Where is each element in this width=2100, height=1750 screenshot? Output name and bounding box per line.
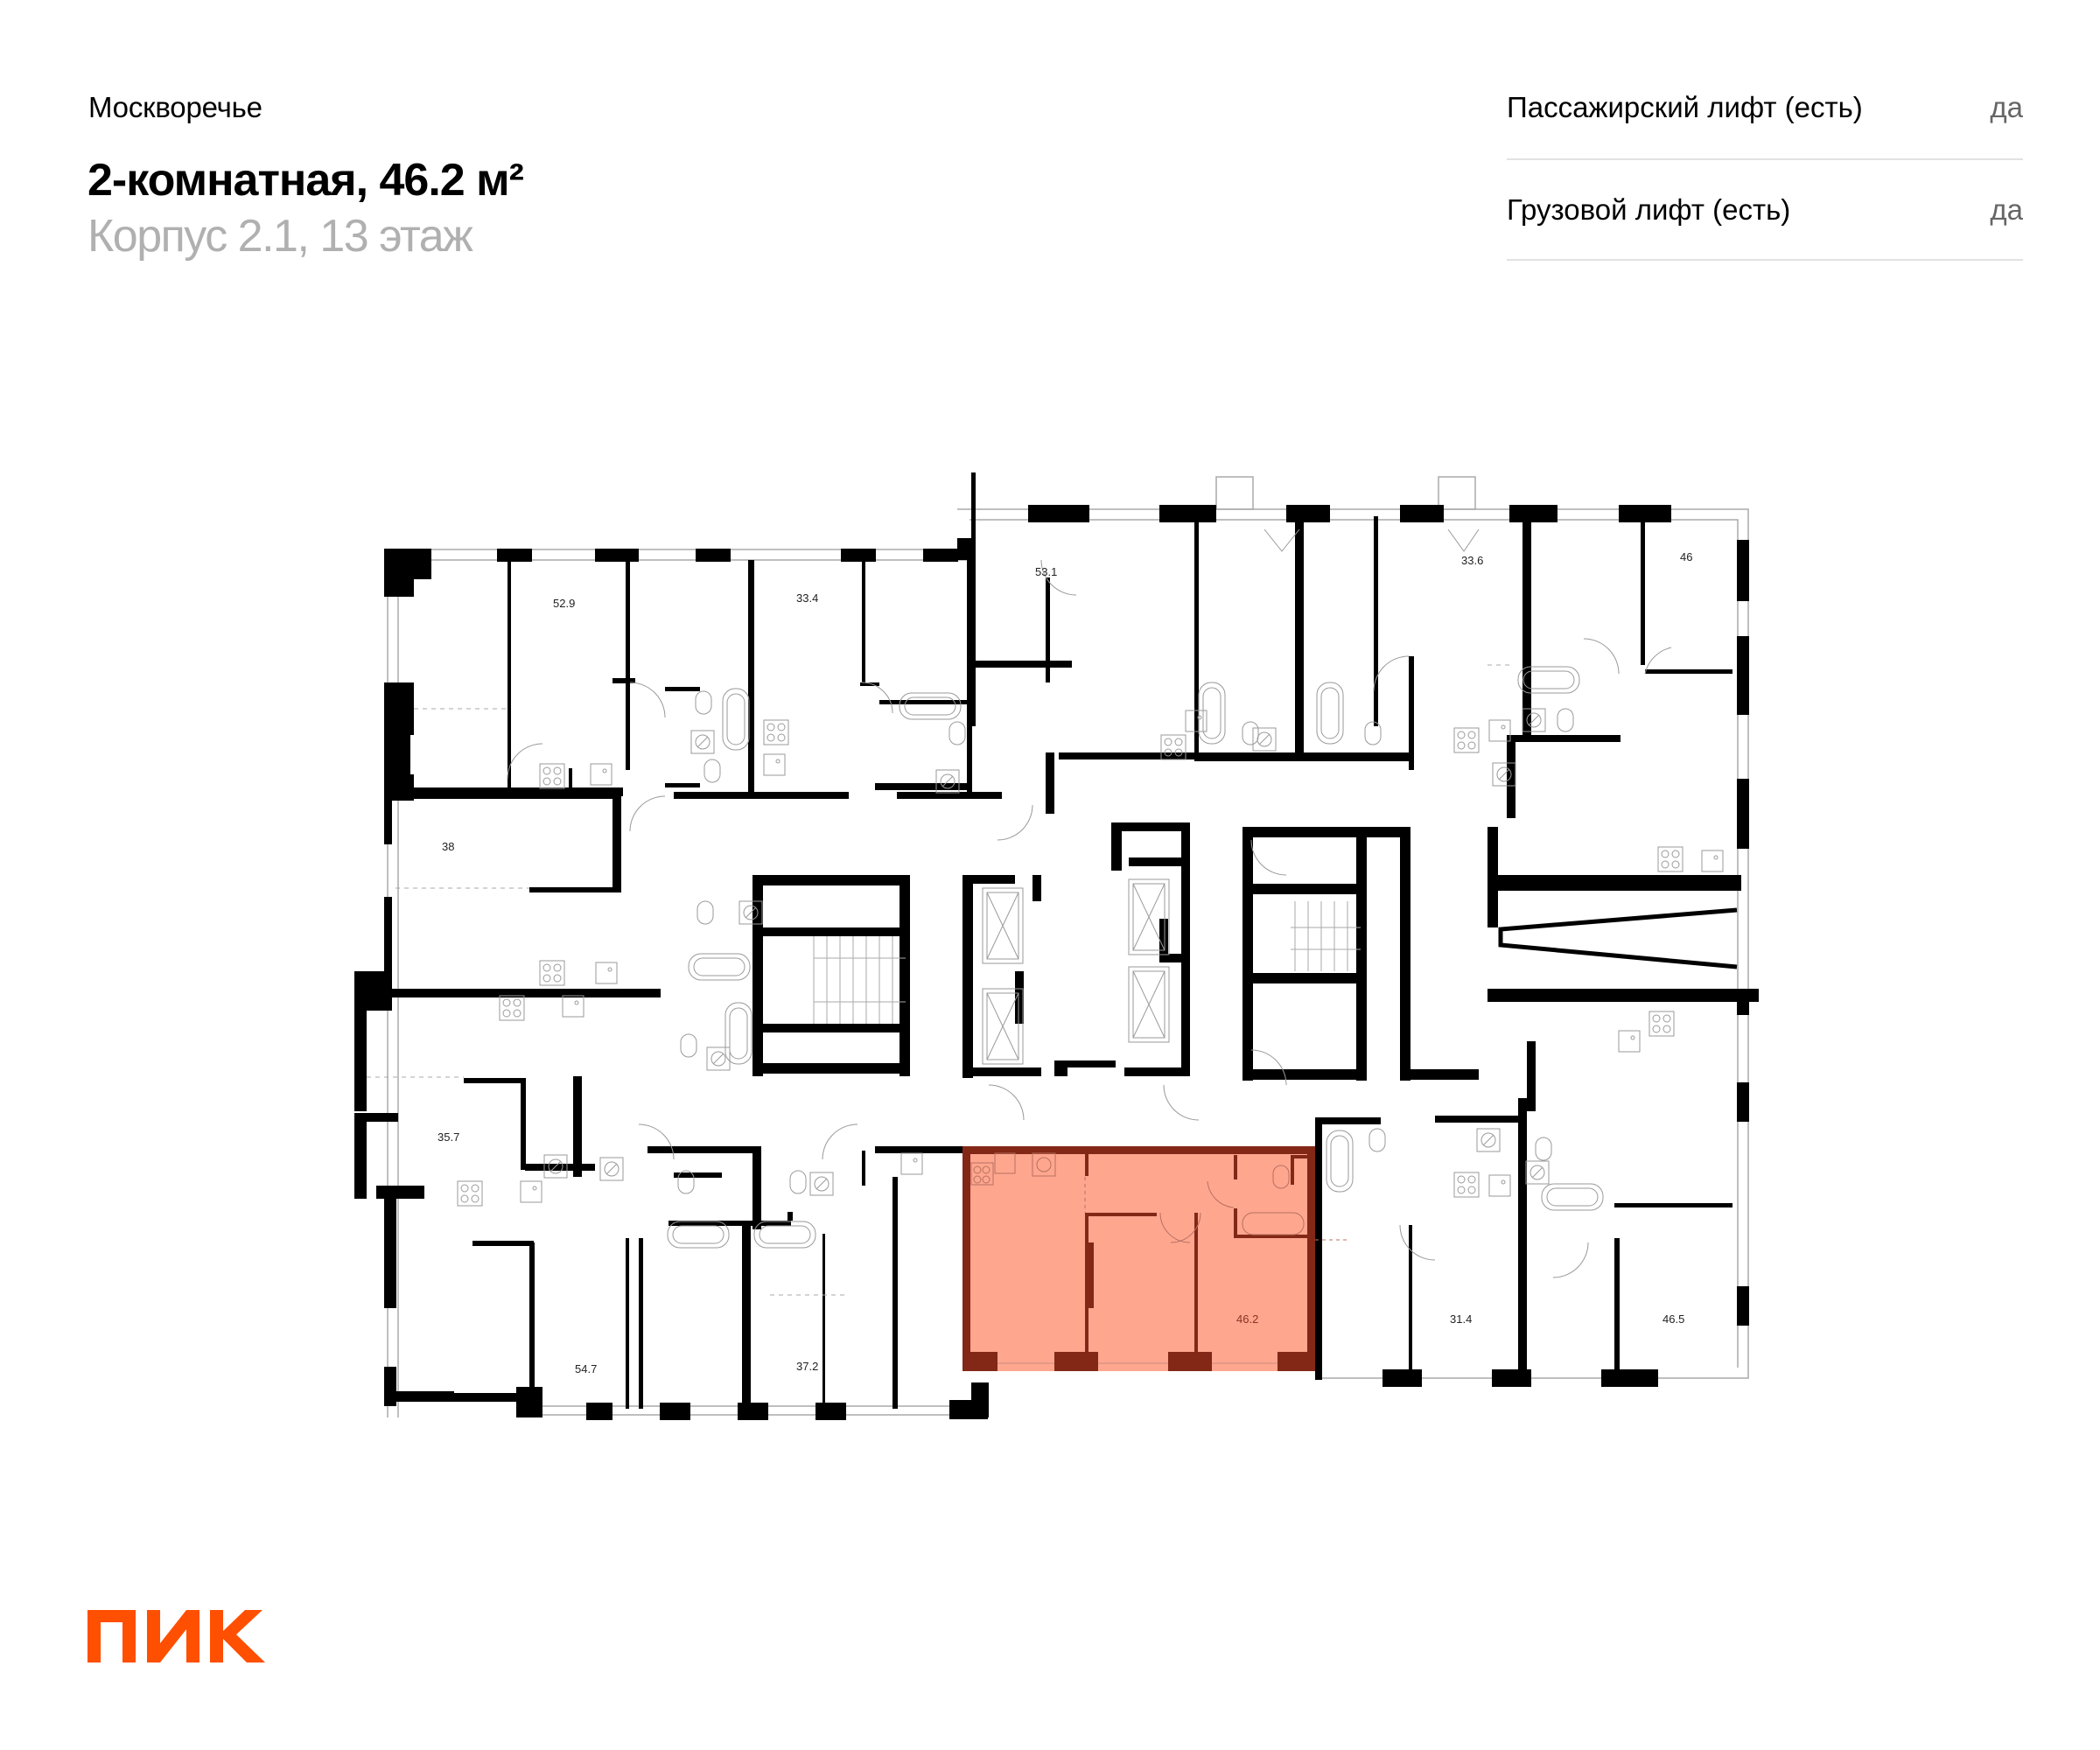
selected-unit-area-label: 46.2 [1236,1312,1258,1326]
doors [507,528,1672,1278]
property-value: да [1990,91,2023,123]
unit-area-label: 54.7 [575,1362,597,1376]
stairwell [813,901,1361,1024]
elevator-shafts [982,878,1170,1065]
selected-apartment[interactable] [962,1146,1348,1371]
unit-area-label: 46 [1680,550,1692,564]
property-label: Грузовой лифт (есть) [1507,192,1791,226]
apartment-title: 2-комнатная, 46.2 м² [88,155,524,206]
project-name: Москворечье [88,91,262,123]
unit-area-label: 52.9 [553,597,575,610]
property-freight-elevator: Грузовой лифт (есть) да [1507,160,2023,261]
unit-area-label: 31.4 [1450,1312,1472,1326]
unit-area-label: 33.4 [796,592,818,605]
ventilation-shaft [1498,907,1738,970]
unit-area-label: 33.6 [1461,554,1483,567]
unit-area-label: 35.7 [438,1130,459,1144]
property-value: да [1990,192,2023,226]
unit-area-label: 38 [442,840,454,853]
unit-area-label: 46.5 [1662,1312,1684,1326]
zone-dividers [367,664,1509,1296]
area-labels: 52.9 33.4 53.1 33.6 46 38 35.7 54.7 37.2… [438,550,1692,1376]
unit-area-label: 53.1 [1035,565,1057,578]
walls [354,472,1759,1420]
building-floor-subtitle: Корпус 2.1, 13 этаж [88,211,473,262]
unit-area-label: 37.2 [796,1360,818,1373]
pik-logo [88,1610,265,1662]
property-passenger-elevator: Пассажирский лифт (есть) да [1507,57,2023,160]
property-label: Пассажирский лифт (есть) [1507,91,1863,123]
properties-list: Пассажирский лифт (есть) да Грузовой лиф… [1507,57,2023,261]
